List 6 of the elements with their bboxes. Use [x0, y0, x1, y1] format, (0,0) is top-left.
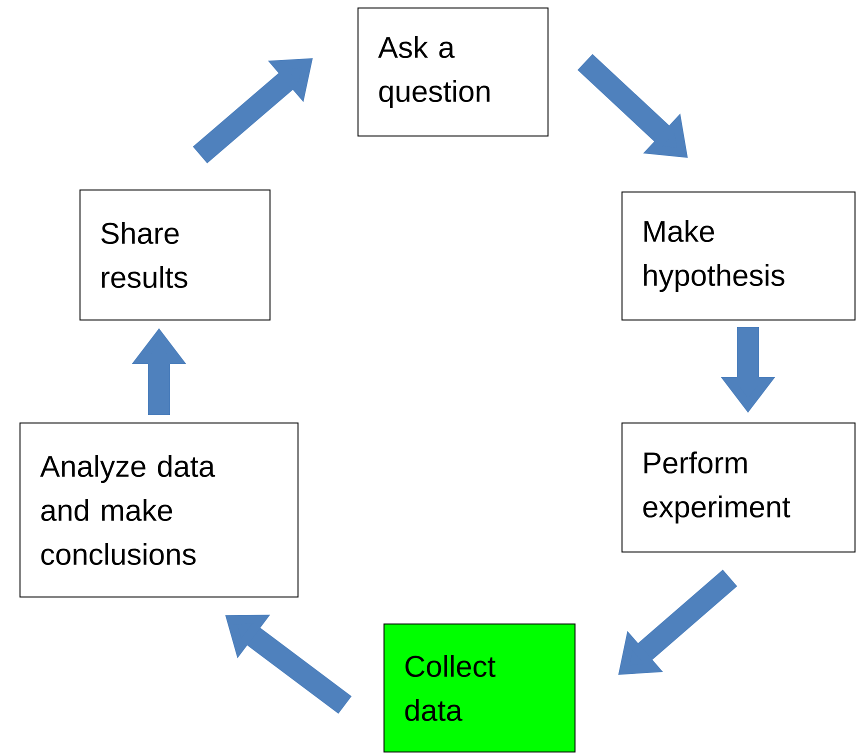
process-box: Perform experiment [622, 422, 856, 552]
process-box: Collect data [384, 624, 576, 752]
process-box: Make hypothesis [622, 192, 856, 320]
process-box: Share results [80, 190, 270, 320]
process-box: Analyze data and make conclusions [20, 422, 298, 598]
process-box: Ask a question [358, 8, 548, 136]
